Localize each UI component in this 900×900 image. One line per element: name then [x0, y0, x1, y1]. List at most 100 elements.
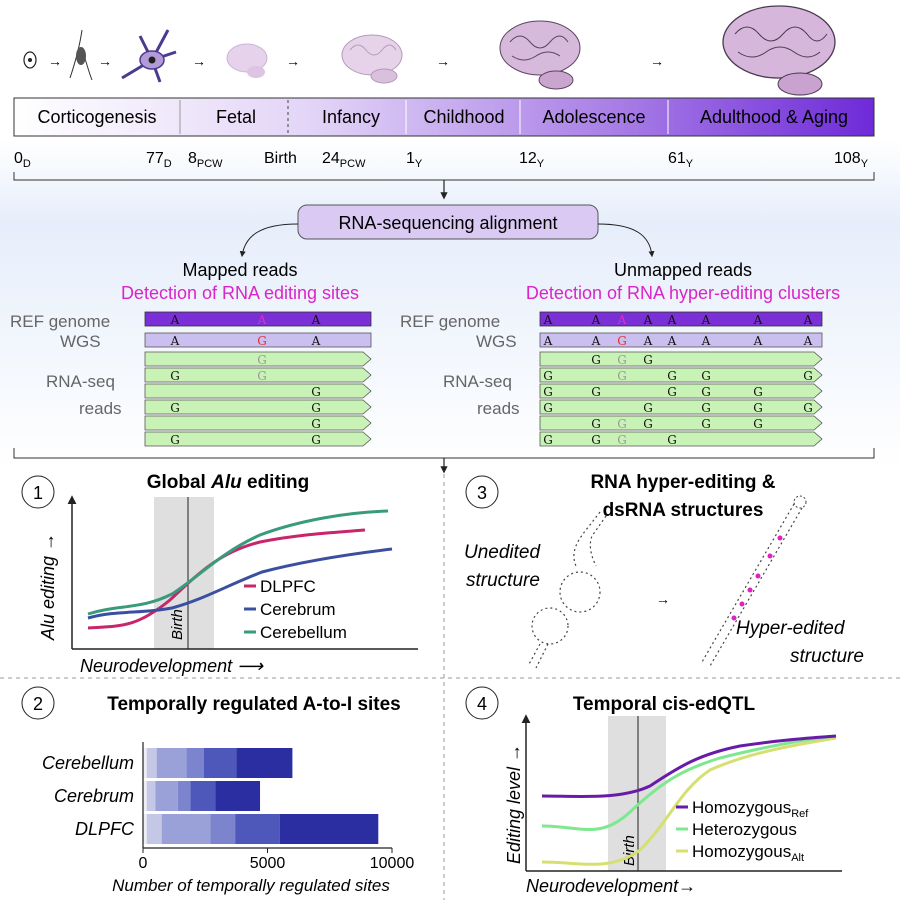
category-label: Cerebrum — [54, 786, 134, 806]
cerebellum-curve — [87, 509, 389, 616]
bar-segment — [210, 814, 236, 844]
genome-track — [539, 332, 823, 348]
birth-label: Birth — [621, 835, 638, 866]
adult-brain-icon — [722, 5, 836, 96]
base-letter: A — [643, 334, 653, 348]
base-letter: G — [701, 385, 711, 399]
panel-3: 3 RNA hyper-editing & dsRNA structures U… — [464, 472, 864, 669]
bar-segment — [190, 781, 216, 811]
unedited-label-2: structure — [466, 570, 540, 591]
panel-1: 1 Global Alu editing Birth Alu editing →… — [21, 472, 418, 676]
rnaseq-label: RNA-seq — [443, 372, 512, 391]
stage-label-corticogenesis: Corticogenesis — [37, 107, 156, 127]
base-letter: G — [311, 433, 321, 447]
x-axis-label: Neurodevelopment ⟶ — [80, 656, 264, 676]
base-letter: A — [311, 334, 321, 348]
read-track — [539, 415, 823, 431]
base-letter: G — [170, 433, 180, 447]
base-letter: G — [311, 385, 321, 399]
panel-number-badge — [21, 686, 55, 720]
unedited-label-1: Unedited — [464, 542, 541, 563]
base-letter: G — [701, 369, 711, 383]
base-letter: A — [753, 334, 763, 348]
hyper-edited-dsrna-structure-icon — [701, 495, 807, 667]
y-axis-label: Editing level → — [504, 744, 524, 864]
svg-text:→: → — [192, 53, 206, 69]
panel-number: 3 — [477, 483, 487, 503]
legend-cerebellum: Cerebellum — [260, 623, 347, 642]
homozygous-alt-curve — [541, 736, 837, 866]
panel-3-title-line2: dsRNA structures — [603, 500, 764, 521]
legend-heterozygous: Heterozygous — [692, 820, 797, 839]
bar-segment — [143, 748, 147, 778]
base-letter: A — [643, 313, 653, 327]
read-track — [539, 399, 823, 415]
legend-dlpfc: DLPFC — [260, 577, 316, 596]
base-letter: G — [257, 353, 267, 367]
genome-track — [144, 311, 372, 327]
neuron-icon — [76, 47, 86, 65]
panel-number-badge — [465, 686, 499, 720]
mapped-reads-heading: Mapped reads — [182, 260, 297, 280]
genome-track — [144, 332, 372, 348]
bar-segment — [146, 781, 156, 811]
svg-text:→: → — [286, 53, 300, 69]
wgs-label: WGS — [60, 332, 101, 351]
base-letter: G — [543, 369, 553, 383]
base-letter: G — [803, 401, 813, 415]
base-letter: G — [667, 385, 677, 399]
base-letter: A — [667, 313, 677, 327]
rnaseq-label: RNA-seq — [46, 372, 115, 391]
base-letter: G — [667, 369, 677, 383]
base-letter: G — [617, 433, 627, 447]
stage-label-adolescence: Adolescence — [542, 107, 645, 127]
read-track — [539, 431, 823, 447]
arrow-icon: → — [656, 591, 670, 607]
svg-text:→: → — [98, 53, 112, 69]
base-letter: A — [701, 334, 711, 348]
base-letter: G — [591, 433, 601, 447]
bar-segment — [215, 781, 261, 811]
base-letter: G — [643, 401, 653, 415]
base-letter: A — [170, 313, 180, 327]
ref-genome-label: REF genome — [10, 312, 110, 331]
base-letter: G — [753, 401, 763, 415]
bar-segment — [235, 814, 280, 844]
base-letter: G — [617, 369, 627, 383]
legend-homozygous-ref: HomozygousRef — [692, 798, 809, 820]
mature-neuron-icon — [121, 29, 177, 83]
bar-segment — [204, 748, 237, 778]
tick-label: 1Y — [406, 150, 423, 170]
base-letter: G — [257, 369, 267, 383]
base-letter: G — [257, 334, 267, 348]
tick-label: 24PCW — [322, 150, 366, 170]
tick-label: 77D — [146, 150, 172, 170]
wgs-label: WGS — [476, 332, 517, 351]
category-label: Cerebellum — [42, 753, 134, 773]
base-letter: G — [701, 417, 711, 431]
category-label: DLPFC — [75, 819, 135, 839]
svg-text:→: → — [650, 53, 664, 69]
base-letter: A — [803, 313, 813, 327]
base-letter: A — [701, 313, 711, 327]
birth-label: Birth — [169, 609, 186, 640]
read-track — [144, 351, 372, 367]
base-letter: A — [257, 313, 267, 327]
genome-track — [539, 311, 823, 327]
base-letter: A — [617, 313, 627, 327]
stage-label-adulthood: Adulthood & Aging — [700, 107, 848, 127]
read-track — [144, 431, 372, 447]
base-letter: G — [753, 417, 763, 431]
base-letter: G — [591, 385, 601, 399]
ref-genome-label: REF genome — [400, 312, 500, 331]
base-letter: A — [803, 334, 813, 348]
base-letter: G — [643, 417, 653, 431]
base-letter: G — [311, 417, 321, 431]
chart-tick-label: 10000 — [370, 855, 415, 872]
x-axis-label: Neurodevelopment→ — [526, 876, 696, 896]
unmapped-reads-heading: Unmapped reads — [614, 260, 752, 280]
base-letter: A — [543, 313, 553, 327]
